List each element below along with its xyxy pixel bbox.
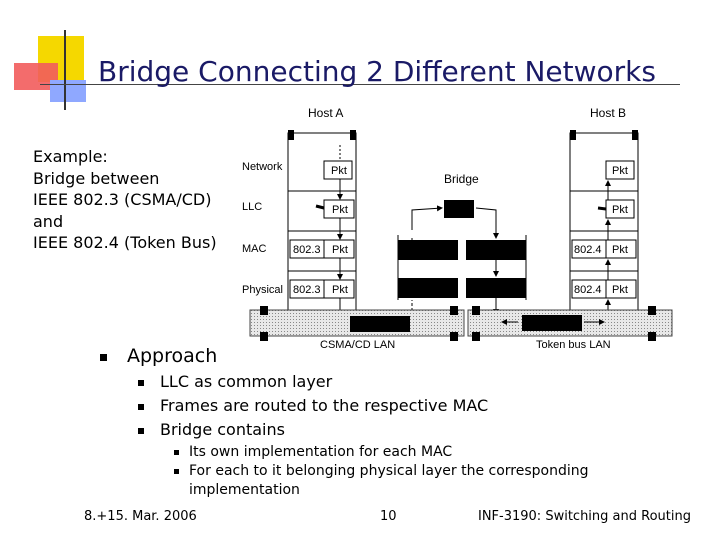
pkt-label-a-llc: Pkt: [332, 204, 348, 216]
layer-label-physical: Physical: [242, 284, 283, 296]
approach-item-2: Frames are routed to the respective MAC: [160, 396, 489, 415]
pkt-label-b-mac: Pkt: [612, 244, 628, 256]
deco-blue-square: [50, 80, 86, 102]
bridge-stack: [397, 200, 527, 316]
pkt-label-b-llc: Pkt: [612, 204, 628, 216]
layer-label-llc: LLC: [242, 201, 262, 213]
approach-label: Approach: [127, 345, 218, 367]
mac-label-b-physical: 802.4: [574, 284, 602, 296]
approach-subitem-1: Its own implementation for each MAC: [189, 444, 453, 460]
bullet-1: [138, 380, 144, 386]
token-bus-lan-label: Token bus LAN: [536, 339, 611, 351]
footer-date: 8.+15. Mar. 2006: [84, 509, 197, 524]
sub-bullet-2: [174, 469, 179, 474]
layer-label-mac: MAC: [242, 243, 267, 255]
deco-horizontal-line: [40, 84, 680, 85]
bridge-network-diagram: Host A Host B Bridge Network LLC MAC Phy…: [242, 106, 673, 351]
host-b-label: Host B: [590, 106, 626, 120]
footer-course: INF-3190: Switching and Routing: [478, 509, 691, 524]
layer-label-network: Network: [242, 161, 283, 173]
mac-label-a: 802.3: [293, 244, 321, 256]
approach-subitem-2: For each to it belonging physical layer …: [189, 463, 589, 498]
approach-item-3: Bridge contains: [160, 420, 285, 439]
bridge-label: Bridge: [444, 172, 479, 186]
bullet-3: [138, 428, 144, 434]
slide-title: Bridge Connecting 2 Different Networks: [98, 55, 656, 88]
pkt-label-a-mac: Pkt: [332, 244, 348, 256]
footer-page-number: 10: [380, 509, 397, 524]
pkt-label-b-physical: Pkt: [612, 284, 628, 296]
approach-bullet: [100, 354, 107, 361]
approach-item-1: LLC as common layer: [160, 372, 333, 391]
pkt-label-a-network: Pkt: [331, 165, 347, 177]
mac-label-b: 802.4: [574, 244, 602, 256]
token-bus-lan: [467, 306, 673, 341]
layer-labels: Network LLC MAC Physical: [242, 161, 283, 296]
mac-label-a-physical: 802.3: [293, 284, 321, 296]
pkt-label-a-physical: Pkt: [332, 284, 348, 296]
pkt-label-b-network: Pkt: [612, 165, 628, 177]
example-text: Example: Bridge between IEEE 802.3 (CSMA…: [33, 147, 217, 252]
bullet-2: [138, 404, 144, 410]
host-a-label: Host A: [308, 106, 343, 120]
deco-vertical-line: [64, 30, 66, 110]
sub-bullet-1: [174, 450, 179, 455]
csma-cd-lan: [249, 306, 465, 341]
csma-cd-lan-label: CSMA/CD LAN: [320, 339, 395, 351]
